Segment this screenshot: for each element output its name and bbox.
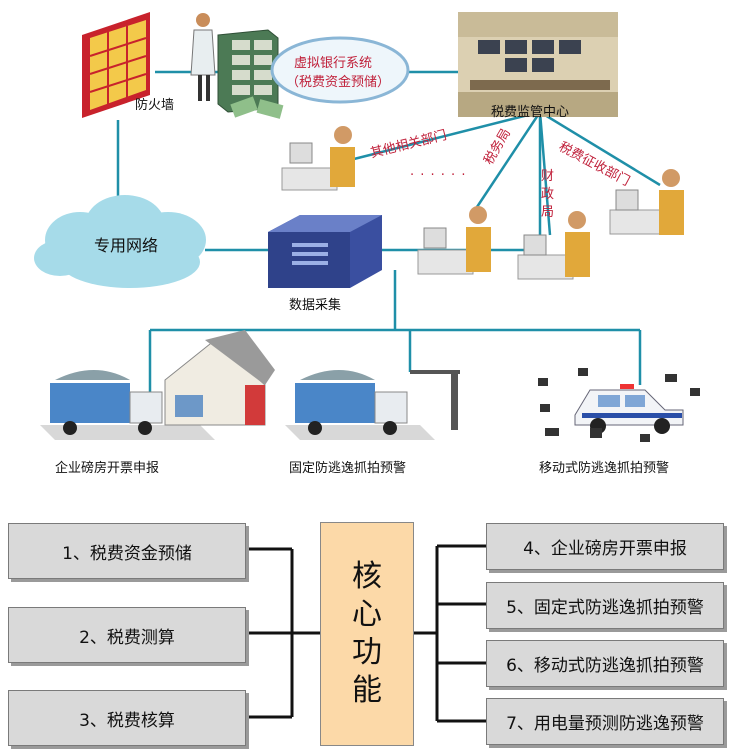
cloud-icon <box>34 195 206 288</box>
cabinet-icon <box>217 29 284 119</box>
data-collection-label: 数据采集 <box>289 298 342 313</box>
server-icon <box>268 215 382 288</box>
function-box-3: 3、税费核算 <box>8 690 246 746</box>
truck-icon-weighhouse <box>40 370 215 440</box>
function-box-2: 2、税费测算 <box>8 607 246 663</box>
core-char-4: 能 <box>352 673 382 708</box>
private-network-label: 专用网络 <box>94 236 159 255</box>
fixed-capture-label: 固定防逃逸抓拍预警 <box>289 461 407 476</box>
truck-icon-fixed <box>285 370 435 440</box>
network-diagram <box>34 12 700 442</box>
virtual-bank-sublabel: （税费资金预储） <box>286 75 391 90</box>
core-char-2: 心 <box>352 597 382 632</box>
monitoring-center-label: 税费监管中心 <box>491 105 570 120</box>
core-char-1: 核 <box>352 559 382 594</box>
firewall-icon <box>82 12 150 118</box>
mobile-capture-label: 移动式防逃逸抓拍预警 <box>539 461 670 476</box>
weighhouse-label: 企业磅房开票申报 <box>55 461 160 476</box>
police-car-icon <box>538 368 700 442</box>
function-box-5: 5、固定式防逃逸抓拍预警 <box>486 582 724 629</box>
core-char-3: 功 <box>352 635 382 670</box>
virtual-bank-label: 虚拟银行系统 <box>294 56 373 71</box>
function-box-1: 1、税费资金预储 <box>8 523 246 579</box>
core-function-box: 核 心 功 能 <box>320 522 414 746</box>
finance-bureau-label: 财政局 <box>541 169 555 220</box>
weighhouse-icon <box>164 330 275 426</box>
function-box-4: 4、企业磅房开票申报 <box>486 523 724 570</box>
virtual-bank-ellipse <box>270 36 410 104</box>
function-box-7: 7、用电量预测防逃逸预警 <box>486 698 724 745</box>
worker-icon-levy <box>609 169 684 235</box>
camera-pole-icon <box>410 370 460 430</box>
network-links <box>116 70 661 395</box>
banker-icon <box>190 13 216 101</box>
worker-icon-tax <box>417 206 491 275</box>
function-connectors <box>244 544 486 723</box>
function-box-6: 6、移动式防逃逸抓拍预警 <box>486 640 724 687</box>
worker-icon-other-depts <box>281 126 355 191</box>
firewall-label: 防火墙 <box>135 98 175 113</box>
monitoring-center-icon <box>458 12 618 117</box>
worker-icon-finance <box>517 211 590 280</box>
dots-label: · · · · · · <box>410 168 467 183</box>
